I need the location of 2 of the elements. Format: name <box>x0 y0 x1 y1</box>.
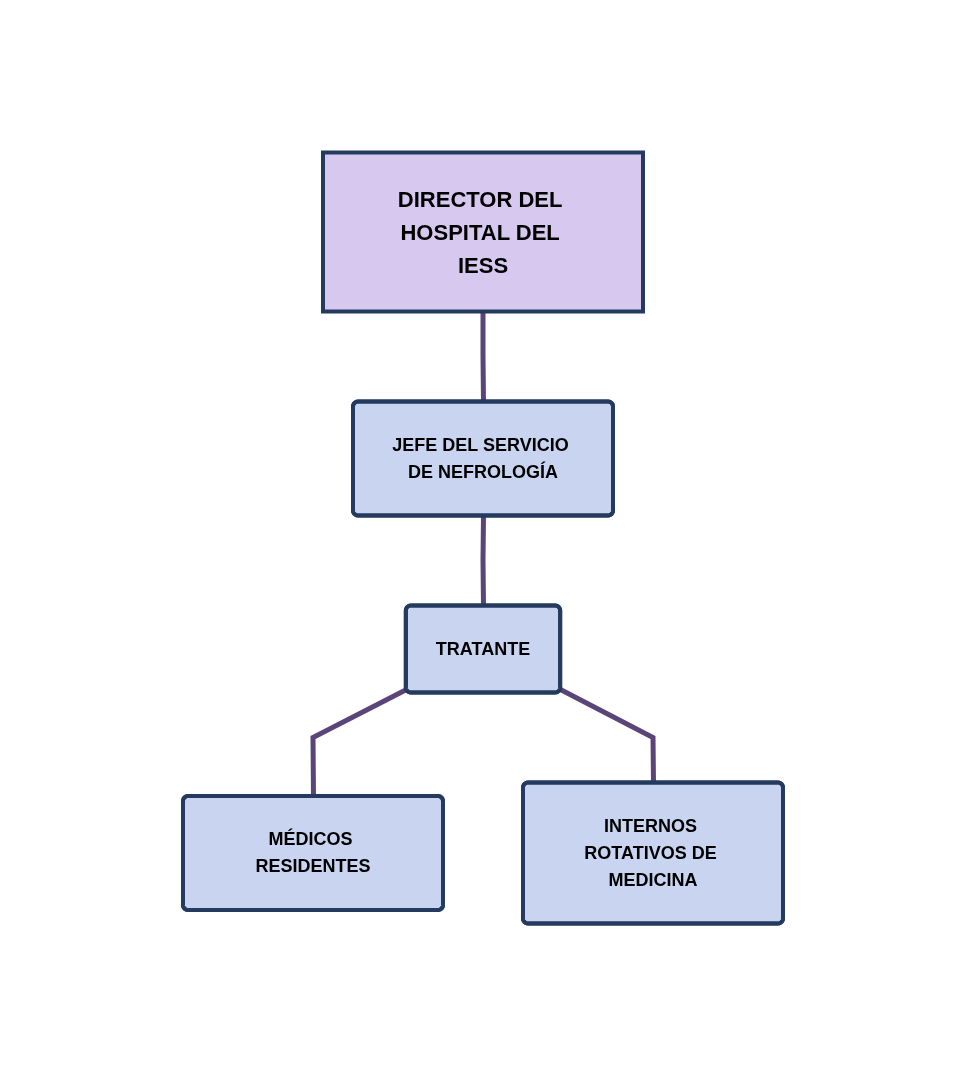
node-box: DIRECTOR DEL HOSPITAL DEL IESS <box>321 150 645 314</box>
connector <box>310 687 408 797</box>
